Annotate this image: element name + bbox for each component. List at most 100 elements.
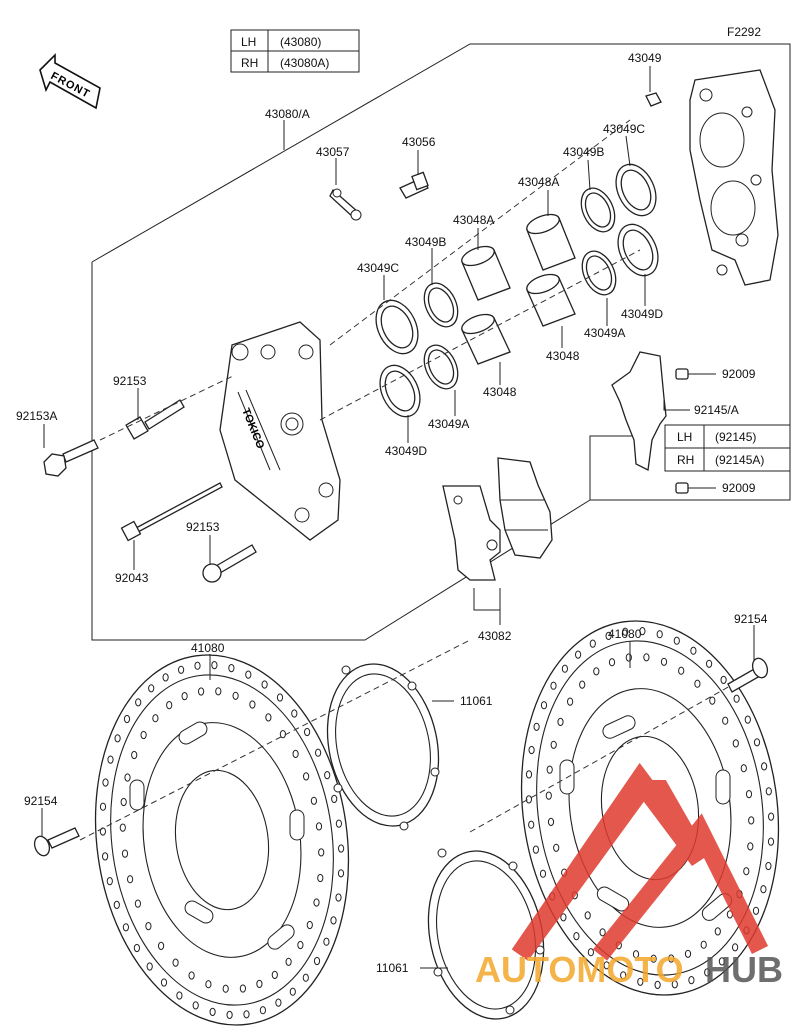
vent-hole <box>748 816 755 825</box>
vent-hole <box>654 980 661 990</box>
vent-hole <box>205 980 212 989</box>
piston-lower <box>526 273 576 327</box>
part-label: 43049D <box>621 307 663 321</box>
part-label: 43048 <box>483 385 517 399</box>
vent-hole <box>567 697 574 706</box>
caliper-table-side: RH <box>241 56 258 70</box>
seal-a-right <box>581 250 617 296</box>
pin <box>120 482 223 542</box>
bracket-variant-table: LH (92145) RH (92145A) <box>664 424 791 472</box>
vent-hole <box>291 709 298 718</box>
vent-hole <box>688 976 695 985</box>
part-label: 43056 <box>402 135 436 149</box>
vent-hole <box>102 778 109 787</box>
vent-hole <box>243 1010 250 1019</box>
vent-hole <box>678 666 685 675</box>
assembly-outline-top <box>91 43 791 501</box>
vent-hole <box>765 861 772 871</box>
vent-hole <box>176 991 183 1000</box>
vent-hole <box>587 948 595 957</box>
vent-hole <box>127 875 134 884</box>
vent-hole <box>684 949 692 958</box>
vent-hole <box>245 670 252 679</box>
vent-hole <box>608 658 616 667</box>
part-label: 92153 <box>186 520 220 534</box>
part-label: 43049C <box>357 261 399 275</box>
vent-hole <box>525 795 533 804</box>
watermark-logo: AUTOMOTO HUB <box>475 762 783 990</box>
part-label: 43048A <box>518 175 559 189</box>
vent-hole <box>124 773 131 782</box>
vent-hole <box>198 687 205 696</box>
front-arrow-icon: FRONT <box>39 53 101 110</box>
vent-hole <box>114 734 121 743</box>
vent-hole <box>622 627 629 636</box>
bracket-bolt-top <box>675 368 689 380</box>
vent-hole <box>575 650 582 659</box>
vent-hole <box>323 937 330 946</box>
assembly-lines <box>79 119 731 841</box>
vent-hole <box>232 691 239 700</box>
part-label: 43049D <box>385 444 427 458</box>
caliper-table-part: (43080A) <box>280 56 329 70</box>
vent-hole <box>261 680 268 689</box>
vent-hole <box>275 998 282 1007</box>
vent-hole <box>668 954 675 963</box>
vent-hole <box>166 701 173 710</box>
vent-hole <box>160 978 168 987</box>
vent-hole <box>99 802 107 811</box>
vent-hole <box>743 867 750 876</box>
caliper-body: TOKICO <box>219 321 341 541</box>
vent-hole <box>194 661 201 670</box>
part-label: 43080/A <box>265 107 310 121</box>
vent-hole <box>331 794 338 804</box>
part-label: 11061 <box>376 961 409 975</box>
part-label: 43049C <box>603 122 645 136</box>
vent-hole <box>318 848 325 857</box>
vent-hole <box>656 630 663 639</box>
part-label: 92154 <box>734 612 768 626</box>
vent-hole <box>335 819 342 828</box>
vent-hole <box>145 922 152 931</box>
vent-hole <box>761 762 768 771</box>
vent-hole <box>279 730 286 739</box>
vent-hole <box>722 716 729 725</box>
vent-hole <box>752 906 760 915</box>
vent-hole <box>546 765 553 774</box>
vent-hole <box>768 812 775 821</box>
seal-c-right <box>615 163 657 217</box>
vent-hole <box>249 700 256 709</box>
vent-hole <box>289 987 296 996</box>
vent-hole <box>550 681 557 690</box>
vent-hole <box>671 980 678 989</box>
vent-hole <box>767 837 775 846</box>
piston-a-lower <box>526 213 576 271</box>
seal-c-left <box>375 299 419 355</box>
bolt-upper <box>125 399 185 440</box>
vent-hole <box>271 970 278 980</box>
part-label: 41080 <box>608 627 642 641</box>
vent-hole <box>146 962 153 971</box>
vent-hole <box>599 928 606 937</box>
vent-hole <box>211 661 218 670</box>
caliper-table-side: LH <box>241 35 256 49</box>
vent-hole <box>215 687 222 696</box>
bleeder-valve <box>399 171 429 199</box>
figure-code: F2292 <box>727 25 761 39</box>
vent-hole <box>632 950 640 959</box>
vent-hole <box>330 916 337 925</box>
leader-lines <box>41 66 755 969</box>
vent-hole <box>579 680 586 689</box>
brake-disc-left <box>94 654 350 1026</box>
vent-hole <box>603 961 610 970</box>
vent-hole <box>313 898 320 907</box>
vent-hole <box>605 631 612 641</box>
vent-hole <box>747 842 754 851</box>
vent-hole <box>178 665 185 674</box>
vent-hole <box>733 694 740 703</box>
vent-hole <box>740 764 747 773</box>
part-label: 43048A <box>453 213 494 227</box>
piston-a-upper <box>461 245 511 301</box>
vent-hole <box>303 772 310 781</box>
